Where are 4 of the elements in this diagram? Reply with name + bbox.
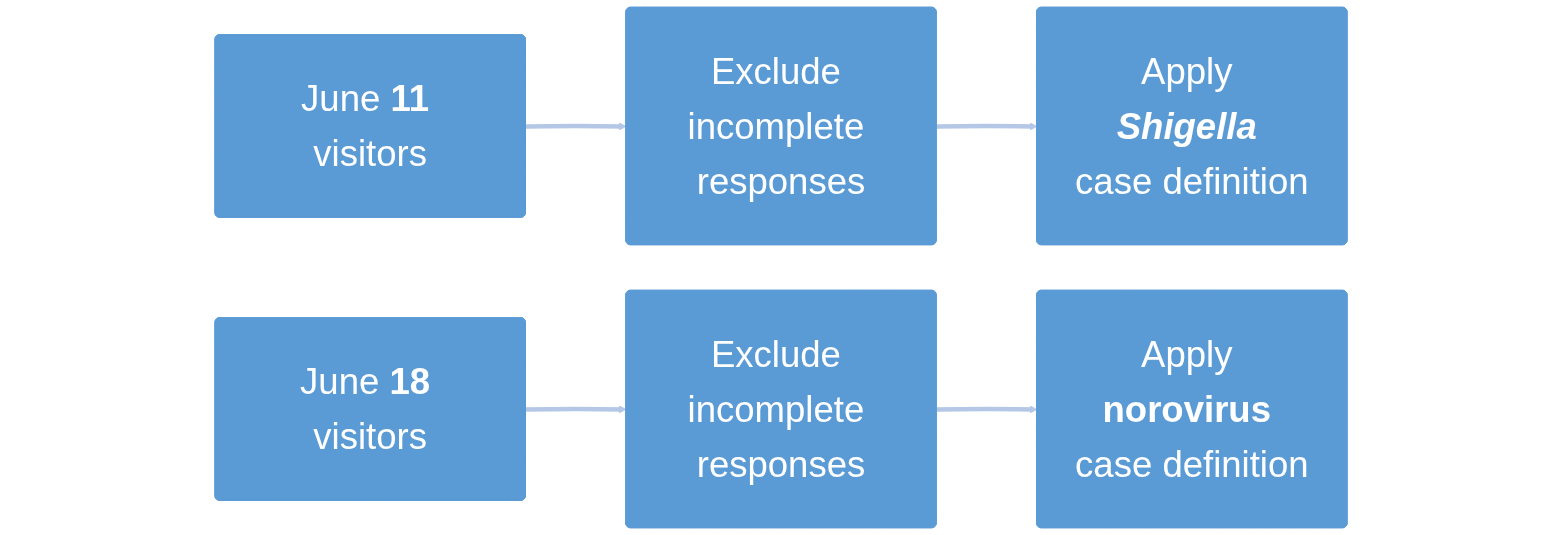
arrow <box>525 122 627 131</box>
arrow <box>525 405 627 414</box>
arrow <box>936 122 1038 131</box>
arrow <box>936 405 1038 414</box>
